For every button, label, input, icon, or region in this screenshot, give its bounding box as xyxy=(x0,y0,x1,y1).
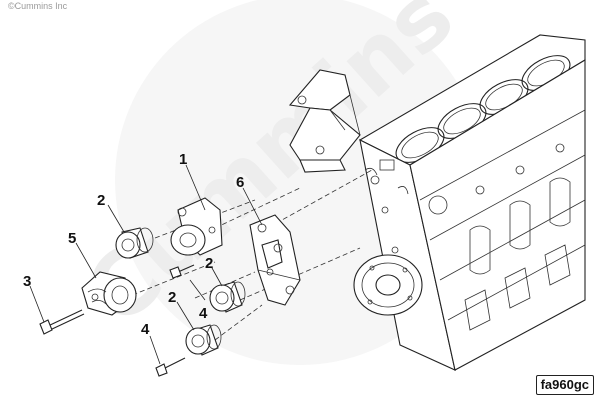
callout-4: 4 xyxy=(199,305,208,322)
part-2-idler-pulley-lower xyxy=(185,324,222,356)
callout-1: 1 xyxy=(179,151,187,168)
figure-id-label: fa960gc xyxy=(535,375,594,395)
alignment-lines xyxy=(124,169,373,341)
callout-3: 3 xyxy=(23,273,31,290)
part-5-belt-tensioner xyxy=(81,271,137,316)
callout-2: 2 xyxy=(205,255,213,272)
part-3-capscrew xyxy=(39,309,85,335)
engine-block xyxy=(358,34,586,371)
part-2-idler-pulley-upper xyxy=(115,227,154,259)
copyright-notice: ©Cummins Inc xyxy=(8,1,68,11)
callout-6: 6 xyxy=(236,174,244,191)
callout-labels: 1 2 2 2 3 4 4 5 6 xyxy=(23,151,244,338)
part-4-capscrew-upper xyxy=(169,264,195,279)
part-1-idler-bracket xyxy=(170,197,223,256)
part-6-accessory-bracket xyxy=(249,214,301,306)
callout-4: 4 xyxy=(141,321,150,338)
front-gear-cover xyxy=(353,254,423,316)
callout-2: 2 xyxy=(97,192,105,209)
callout-5: 5 xyxy=(68,230,76,247)
leader-lines xyxy=(29,164,263,365)
part-2-idler-pulley-middle xyxy=(209,281,246,313)
upper-mounting-bracket xyxy=(288,69,361,173)
part-4-capscrew-lower xyxy=(155,357,186,377)
callout-2: 2 xyxy=(168,289,176,306)
